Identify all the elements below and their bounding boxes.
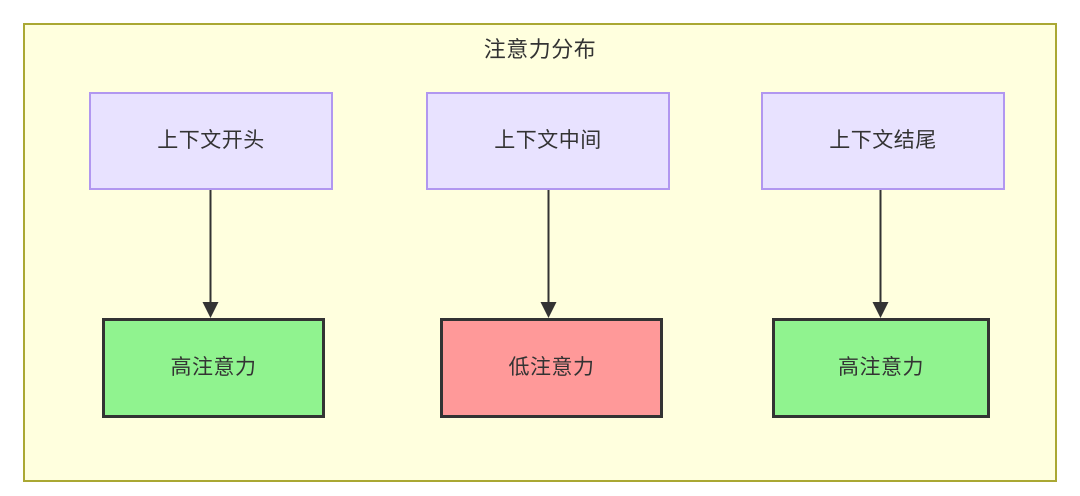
edge-context-start-to-attention-high (199, 190, 223, 320)
node-context-start[interactable]: 上下文开头 (89, 92, 333, 190)
node-attention-low-middle[interactable]: 低注意力 (440, 318, 663, 418)
node-context-middle[interactable]: 上下文中间 (426, 92, 670, 190)
edge-context-middle-to-attention-low (537, 190, 561, 320)
edge-context-end-to-attention-high (869, 190, 893, 320)
subgraph-title: 注意力分布 (483, 37, 597, 62)
node-context-end[interactable]: 上下文结尾 (761, 92, 1005, 190)
node-attention-high-start[interactable]: 高注意力 (102, 318, 325, 418)
node-attention-high-end[interactable]: 高注意力 (772, 318, 990, 418)
